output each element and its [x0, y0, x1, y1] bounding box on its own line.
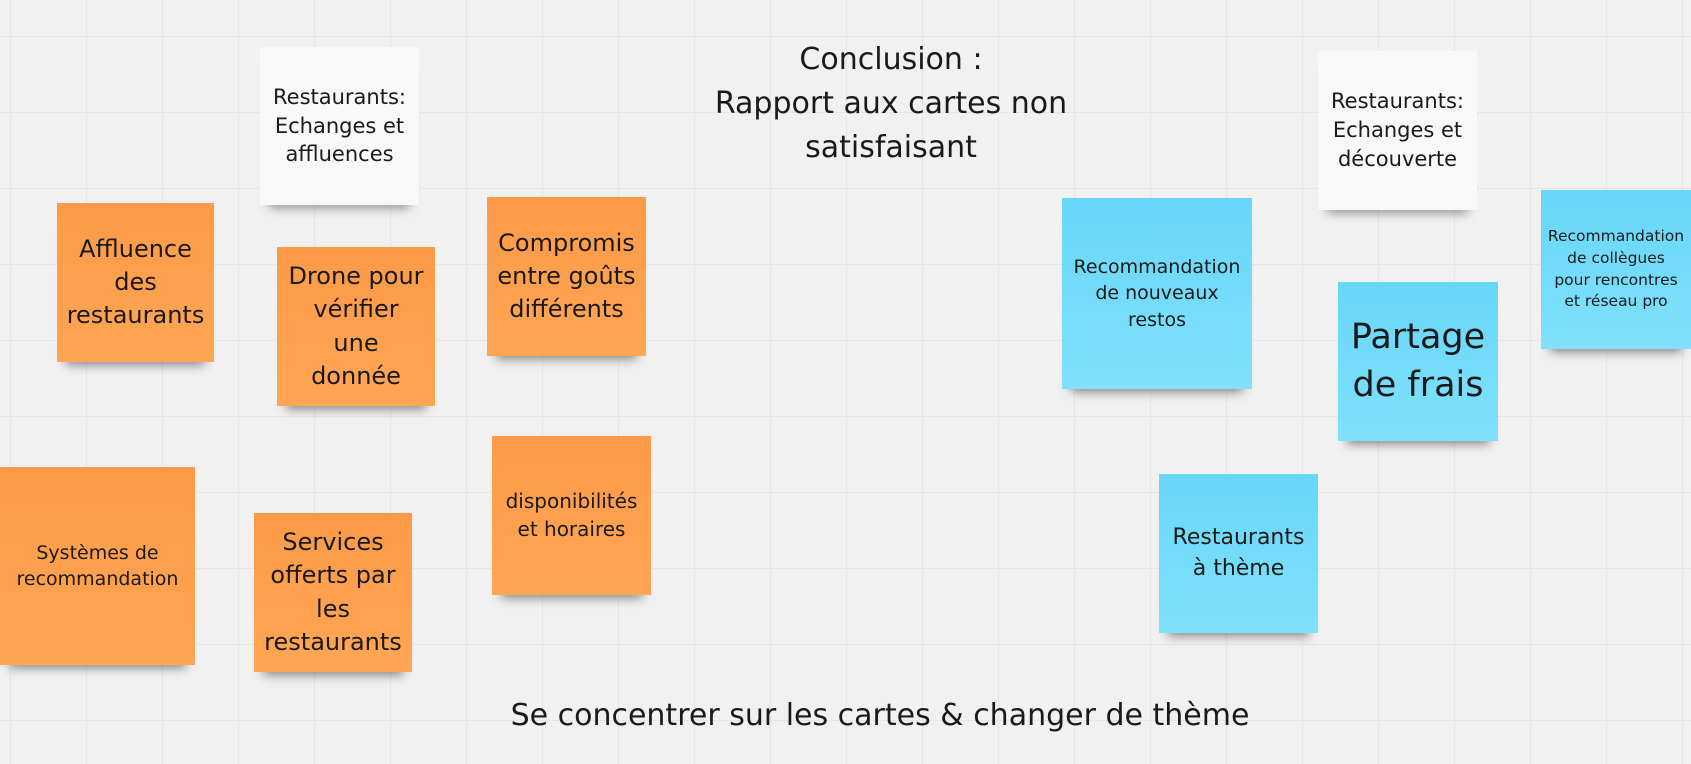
sticky-note-text: Partage de frais	[1350, 317, 1486, 405]
conclusion-line-2: Rapport aux cartes non	[714, 86, 1068, 121]
footer-text-label: Se concentrer sur les cartes & changer d…	[510, 698, 1250, 733]
sticky-note-text: Services offerts par les restaurants	[264, 528, 402, 656]
footer-text[interactable]: Se concentrer sur les cartes & changer d…	[480, 694, 1280, 738]
conclusion-line-1: Conclusion :	[799, 42, 983, 77]
sticky-note-text: Systèmes de recommandation	[16, 541, 179, 590]
sticky-note-restaurants-theme[interactable]: Restaurants à thème	[1159, 474, 1318, 633]
sticky-note-text: Affluence des restaurants	[66, 234, 205, 330]
sticky-note-text: disponibilités et horaires	[505, 488, 638, 541]
sticky-note-systemes-recommandation[interactable]: Systèmes de recommandation	[0, 467, 195, 665]
sticky-note-text: Recommandation de nouveaux restos	[1073, 256, 1241, 331]
sticky-note-text: Recommandation de collègues pour rencont…	[1547, 227, 1685, 311]
sticky-note-partage-frais[interactable]: Partage de frais	[1338, 282, 1498, 441]
conclusion-text[interactable]: Conclusion : Rapport aux cartes non sati…	[700, 38, 1082, 170]
sticky-note-header-decouverte[interactable]: Restaurants: Echanges et découverte	[1318, 51, 1477, 210]
sticky-note-services-offerts[interactable]: Services offerts par les restaurants	[254, 513, 412, 672]
conclusion-line-3: satisfaisant	[805, 130, 977, 165]
sticky-note-affluence-restaurants[interactable]: Affluence des restaurants	[57, 203, 214, 362]
sticky-note-text: Restaurants à thème	[1172, 525, 1305, 581]
sticky-note-disponibilites[interactable]: disponibilités et horaires	[492, 436, 651, 595]
sticky-note-text: Compromis entre goûts différents	[497, 228, 636, 324]
sticky-note-drone[interactable]: Drone pour vérifier une donnée	[277, 247, 435, 406]
sticky-note-text: Restaurants: Echanges et affluences	[273, 84, 406, 167]
sticky-note-text: Drone pour vérifier une donnée	[288, 262, 424, 390]
sticky-note-collegues[interactable]: Recommandation de collègues pour rencont…	[1541, 190, 1691, 349]
sticky-note-text: Restaurants: Echanges et découverte	[1331, 89, 1464, 171]
sticky-note-header-affluences[interactable]: Restaurants: Echanges et affluences	[260, 47, 419, 205]
sticky-note-compromis[interactable]: Compromis entre goûts différents	[487, 197, 646, 356]
sticky-note-nouveaux-restos[interactable]: Recommandation de nouveaux restos	[1062, 198, 1252, 389]
